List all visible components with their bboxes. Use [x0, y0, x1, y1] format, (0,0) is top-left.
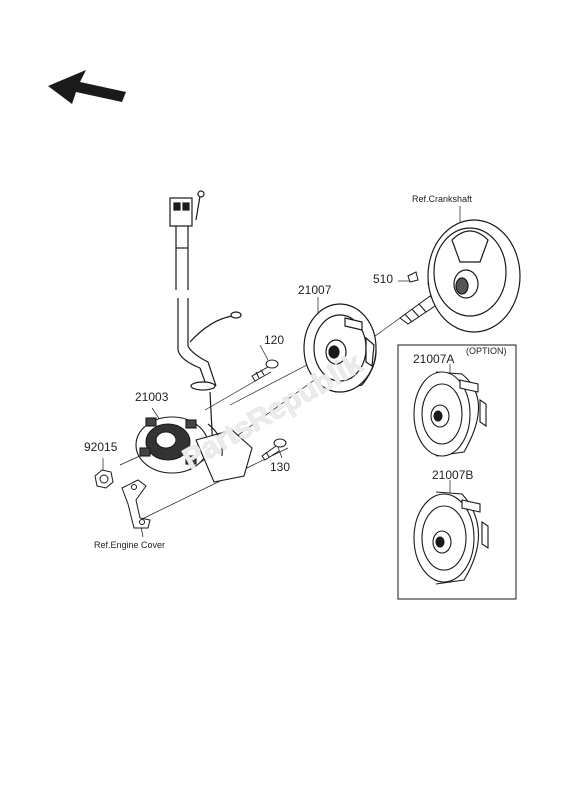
- leader-lines: [102, 206, 461, 538]
- option-label: (OPTION): [466, 346, 507, 356]
- part-label-510: 510: [373, 272, 394, 286]
- part-label-21007b: 21007B: [432, 468, 474, 482]
- bolt-120: [251, 359, 279, 382]
- flywheel-21007a: [413, 371, 487, 457]
- part-label-130: 130: [270, 460, 291, 474]
- stator: [135, 416, 253, 483]
- ref-engine-cover-label: Ref.Engine Cover: [94, 540, 166, 550]
- part-label-120: 120: [264, 333, 285, 347]
- ref-crankshaft-label: Ref.Crankshaft: [412, 194, 473, 204]
- bracket: [121, 479, 151, 529]
- woodruff-key: [407, 271, 419, 283]
- bolt-130: [261, 438, 287, 461]
- part-label-21007: 21007: [298, 283, 332, 297]
- part-label-92015: 92015: [84, 440, 118, 454]
- wire-harness: [169, 190, 242, 479]
- part-label-21003: 21003: [135, 390, 169, 404]
- flywheel-21007b: [413, 491, 489, 585]
- option-box: [397, 344, 517, 600]
- part-label-21007a: 21007A: [413, 352, 455, 366]
- crankshaft: [427, 219, 521, 333]
- direction-arrow-icon: [48, 70, 126, 104]
- nut: [94, 469, 114, 489]
- flywheel-21007: [303, 303, 377, 393]
